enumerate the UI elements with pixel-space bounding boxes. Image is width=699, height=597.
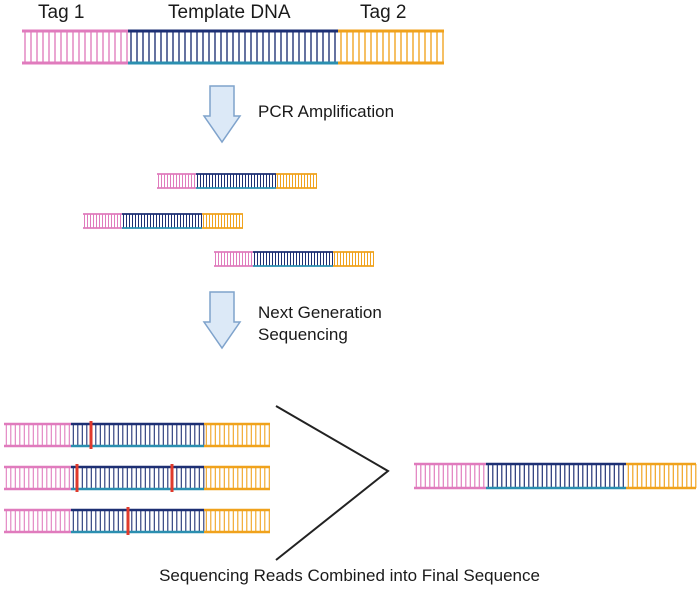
pcr-amplification-label: PCR Amplification (258, 102, 395, 121)
sequencing-read-3-tag1-rungs (5, 510, 70, 532)
template-dna-label: Template DNA (168, 2, 291, 23)
final-sequence-tag1-rungs (415, 464, 485, 488)
pcr-copy-1-tag2-rungs (277, 174, 317, 188)
caption: Sequencing Reads Combined into Final Seq… (159, 566, 540, 585)
sequencing-read-3-tag2-rungs (205, 510, 270, 532)
final-sequence-tag2-rungs (627, 464, 697, 488)
pcr-copy-3 (214, 251, 374, 267)
sequencing-read-2-template-rungs (72, 467, 205, 489)
source-strand-template (128, 29, 338, 65)
sequencing-read-1-tag2 (204, 422, 270, 448)
pcr-copy-2-tag2-rungs (203, 214, 243, 228)
sequencing-read-2 (4, 464, 270, 492)
sequencing-read-3-tag1 (4, 508, 71, 534)
pcr-copy-2 (83, 213, 243, 229)
pcr-copy-2-tag1 (83, 213, 122, 229)
pcr-copy-3-tag1-rungs (215, 252, 252, 266)
pcr-copy-3-template-rungs (254, 252, 333, 266)
sequencing-read-2-tag1-rungs (5, 467, 70, 489)
ngs-label-line2: Sequencing (258, 325, 348, 344)
pcr-copy-1 (157, 173, 317, 189)
tag1-label: Tag 1 (38, 2, 85, 23)
sequencing-read-1-tag2-rungs (205, 424, 270, 446)
final-sequence-template (486, 462, 626, 490)
source-strand-template-rungs (130, 31, 336, 63)
sequencing-read-1-template-rungs (72, 424, 205, 446)
sequencing-read-3-template (71, 508, 205, 534)
sequencing-read-2-template (71, 465, 205, 491)
pcr-copy-2-tag1-rungs (84, 214, 121, 228)
final-sequence-tag2 (626, 462, 697, 490)
source-strand-tag2-rungs (340, 31, 444, 63)
pcr-copy-1-tag1 (157, 173, 196, 189)
pcr-copy-3-template (253, 251, 333, 267)
pcr-copy-2-template-rungs (123, 214, 202, 228)
source-strand-tag1 (22, 29, 128, 65)
sequencing-read-1-tag1-rungs (5, 424, 70, 446)
pcr-copy-2-tag2 (202, 213, 243, 229)
sequencing-read-2-tag2-rungs (205, 467, 270, 489)
ngs-label-line1: Next Generation (258, 303, 382, 322)
pcr-copy-1-template-rungs (197, 174, 276, 188)
pcr-copy-3-tag2 (333, 251, 374, 267)
final-sequence (414, 462, 697, 490)
sequencing-read-2-tag1 (4, 465, 71, 491)
pcr-copy-2-template (122, 213, 202, 229)
pcr-copy-1-tag2 (276, 173, 317, 189)
combine-bracket (275, 405, 390, 561)
tag2-label: Tag 2 (360, 2, 407, 23)
pcr-copy-1-template (196, 173, 276, 189)
source-strand-tag1-rungs (24, 31, 128, 63)
final-sequence-template-rungs (487, 464, 624, 488)
pcr-arrow-icon (202, 85, 242, 144)
sequencing-read-1-tag1 (4, 422, 71, 448)
pcr-copy-3-tag2-rungs (334, 252, 374, 266)
sequencing-read-3-tag2 (204, 508, 270, 534)
sequencing-read-3 (4, 507, 270, 535)
pcr-copy-3-tag1 (214, 251, 253, 267)
sequencing-read-2-tag2 (204, 465, 270, 491)
final-sequence-tag1 (414, 462, 486, 490)
ngs-label: Next Generation Sequencing (258, 302, 382, 346)
sequencing-read-1-template (71, 422, 205, 448)
ngs-arrow-icon (202, 291, 242, 350)
pcr-copy-1-tag1-rungs (158, 174, 195, 188)
source-strand (22, 29, 444, 65)
sequencing-read-1 (4, 421, 270, 449)
source-strand-tag2 (338, 29, 444, 65)
sequencing-read-3-template-rungs (72, 510, 205, 532)
